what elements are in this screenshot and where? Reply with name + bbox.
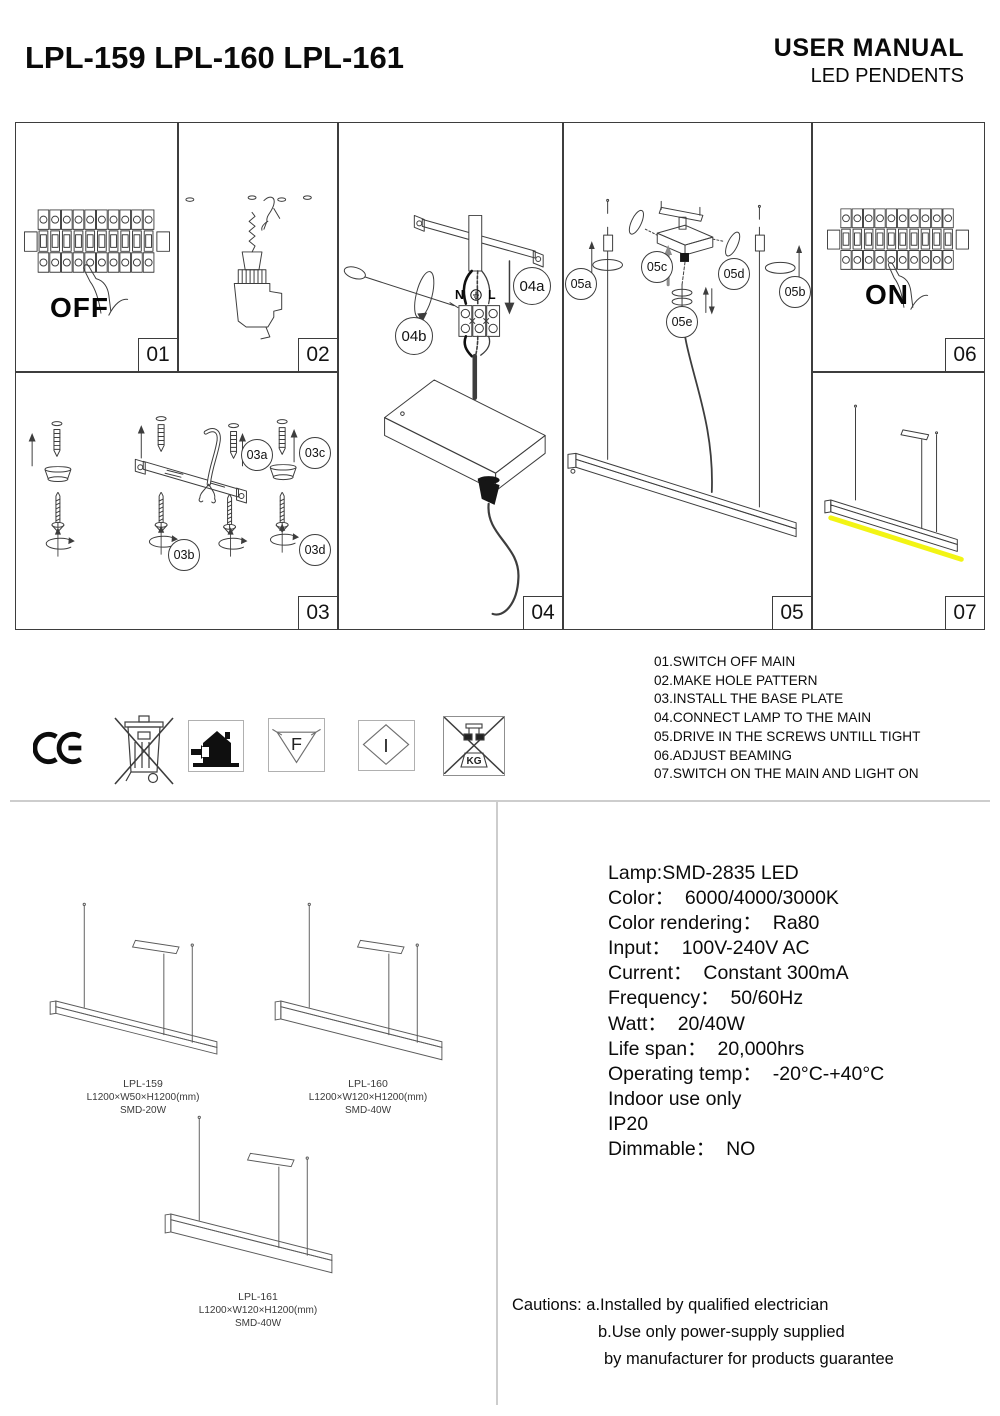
step-panel-06: ON 06 bbox=[812, 122, 985, 372]
callout-04a: 04a bbox=[513, 267, 551, 305]
earth-symbol-icon bbox=[470, 289, 482, 301]
f-symbol-letter: F bbox=[291, 734, 302, 754]
product-label-lpl160: LPL-160 L1200×W120×H1200(mm) SMD-40W bbox=[268, 1078, 468, 1117]
product-dimensions: L1200×W120×H1200(mm) bbox=[308, 1092, 428, 1103]
step-panel-07: 07 bbox=[812, 372, 985, 630]
callout-03d: 03d bbox=[299, 534, 331, 566]
horizontal-divider bbox=[10, 800, 990, 802]
wiring-illustration bbox=[343, 214, 546, 616]
product-name: LPL-159 bbox=[123, 1078, 163, 1090]
step-panel-01: OFF 01 bbox=[15, 122, 178, 372]
spec-frequency: Frequency： 50/60Hz bbox=[608, 987, 804, 1010]
step-panel-04: N L 04a 04b 04 bbox=[338, 122, 563, 630]
product-wattage: SMD-20W bbox=[119, 1105, 167, 1116]
kg-label: KG bbox=[467, 756, 482, 767]
callout-04b: 04b bbox=[395, 317, 433, 355]
instruction-step-2: 02.MAKE HOLE PATTERN bbox=[654, 672, 818, 688]
product-wattage: SMD-40W bbox=[234, 1318, 282, 1329]
off-label: OFF bbox=[50, 292, 109, 323]
installation-steps-grid: OFF 01 02 bbox=[15, 122, 985, 630]
on-label: ON bbox=[865, 279, 909, 310]
spec-current: Current： Constant 300mA bbox=[608, 962, 849, 985]
spec-watt: Watt： 20/40W bbox=[608, 1012, 745, 1035]
callout-05e: 05e bbox=[666, 306, 698, 338]
pendant-drawing-lpl161 bbox=[164, 1115, 333, 1274]
product-dimensions: L1200×W50×H1200(mm) bbox=[86, 1092, 200, 1103]
base-plate-hardware-illustration bbox=[28, 416, 300, 557]
breaker-on-illustration bbox=[813, 123, 984, 310]
specifications-list: Lamp:SMD-2835 LED Color： 6000/4000/3000K… bbox=[608, 861, 884, 1162]
terminal-n-label: N bbox=[455, 288, 465, 302]
instruction-step-3: 03.INSTALL THE BASE PLATE bbox=[654, 691, 844, 707]
drill-illustration bbox=[185, 195, 312, 340]
callout-05c: 05c bbox=[641, 251, 673, 283]
manual-header: USER MANUAL LED PENDENTS bbox=[774, 34, 964, 88]
breaker-off-illustration bbox=[16, 123, 177, 316]
light-glow bbox=[828, 515, 964, 562]
callout-05d: 05d bbox=[718, 258, 750, 290]
no-load-kg-icon: KG bbox=[443, 716, 505, 776]
instruction-list: 01.SWITCH OFF MAIN 02.MAKE HOLE PATTERN … bbox=[654, 653, 920, 784]
product-name: LPL-160 bbox=[348, 1078, 388, 1090]
step-panel-05: 05a 05b 05c 05d 05e 05 bbox=[563, 122, 812, 630]
instruction-step-5: 05.DRIVE IN THE SCREWS UNTILL TIGHT bbox=[654, 728, 921, 744]
callout-03a: 03a bbox=[241, 439, 273, 471]
f-symbol-icon: F bbox=[268, 718, 325, 772]
terminal-l-label: L bbox=[488, 288, 496, 302]
instruction-step-7: 07.SWITCH ON THE MAIN AND LIGHT ON bbox=[654, 766, 919, 782]
spec-color-rendering: Color rendering： Ra80 bbox=[608, 912, 820, 935]
instruction-step-4: 04.CONNECT LAMP TO THE MAIN bbox=[654, 710, 872, 726]
indoor-use-icon bbox=[188, 720, 244, 772]
step-number-01: 01 bbox=[138, 338, 178, 372]
vertical-divider bbox=[496, 801, 498, 1405]
step-panel-03: 03a 03c 03b 03d 03 bbox=[15, 372, 338, 630]
class-i-letter: I bbox=[383, 735, 388, 756]
pendant-drawing-lpl160 bbox=[274, 902, 443, 1061]
spec-indoor-use: Indoor use only bbox=[608, 1087, 742, 1110]
spec-dimmable: Dimmable： NO bbox=[608, 1138, 756, 1161]
caution-line-3: by manufacturer for products guarantee bbox=[604, 1350, 894, 1368]
caution-line-1: Cautions: a.Installed by qualified elect… bbox=[512, 1296, 829, 1314]
step-number-07: 07 bbox=[945, 596, 985, 630]
manual-subtitle: LED PENDENTS bbox=[810, 65, 964, 87]
pendant-light-on-illustration bbox=[824, 404, 964, 562]
product-label-lpl159: LPL-159 L1200×W50×H1200(mm) SMD-20W bbox=[48, 1078, 238, 1117]
pendant-drawing-lpl159 bbox=[49, 902, 218, 1055]
instruction-step-1: 01.SWITCH OFF MAIN bbox=[654, 654, 796, 669]
caution-line-2: b.Use only power-supply supplied bbox=[598, 1323, 845, 1341]
spec-lamp: Lamp:SMD-2835 LED bbox=[608, 862, 799, 884]
product-label-lpl161: LPL-161 L1200×W120×H1200(mm) SMD-40W bbox=[158, 1291, 358, 1330]
step-number-03: 03 bbox=[298, 596, 338, 630]
product-wattage: SMD-40W bbox=[344, 1105, 392, 1116]
spec-operating-temp: Operating temp： -20°C-+40°C bbox=[608, 1062, 885, 1085]
spec-input: Input： 100V-240V AC bbox=[608, 937, 810, 960]
step-panel-02: 02 bbox=[178, 122, 338, 372]
product-dimensions: L1200×W120×H1200(mm) bbox=[198, 1305, 318, 1316]
callout-05a: 05a bbox=[565, 268, 597, 300]
step-number-04: 04 bbox=[523, 596, 563, 630]
ce-mark-icon bbox=[33, 731, 82, 765]
step-number-05: 05 bbox=[772, 596, 812, 630]
spec-color: Color： 6000/4000/3000K bbox=[608, 887, 839, 910]
step-number-02: 02 bbox=[298, 338, 338, 372]
manual-title: USER MANUAL bbox=[773, 34, 964, 62]
instruction-step-6: 06.ADJUST BEAMING bbox=[654, 747, 792, 763]
step-number-06: 06 bbox=[945, 338, 985, 372]
weee-bin-icon bbox=[114, 715, 174, 785]
class-i-symbol-icon: I bbox=[358, 720, 415, 771]
callout-03b: 03b bbox=[168, 539, 200, 571]
cautions-block: Cautions: a.Installed by qualified elect… bbox=[512, 1292, 894, 1373]
callout-03c: 03c bbox=[299, 437, 331, 469]
product-name: LPL-161 bbox=[238, 1291, 278, 1303]
page-title: LPL-159 LPL-160 LPL-161 bbox=[25, 40, 405, 75]
spec-life-span: Life span： 20,000hrs bbox=[608, 1037, 805, 1060]
suspension-assembly-illustration bbox=[567, 198, 803, 538]
callout-05b: 05b bbox=[779, 276, 811, 308]
spec-ip-rating: IP20 bbox=[608, 1112, 649, 1135]
